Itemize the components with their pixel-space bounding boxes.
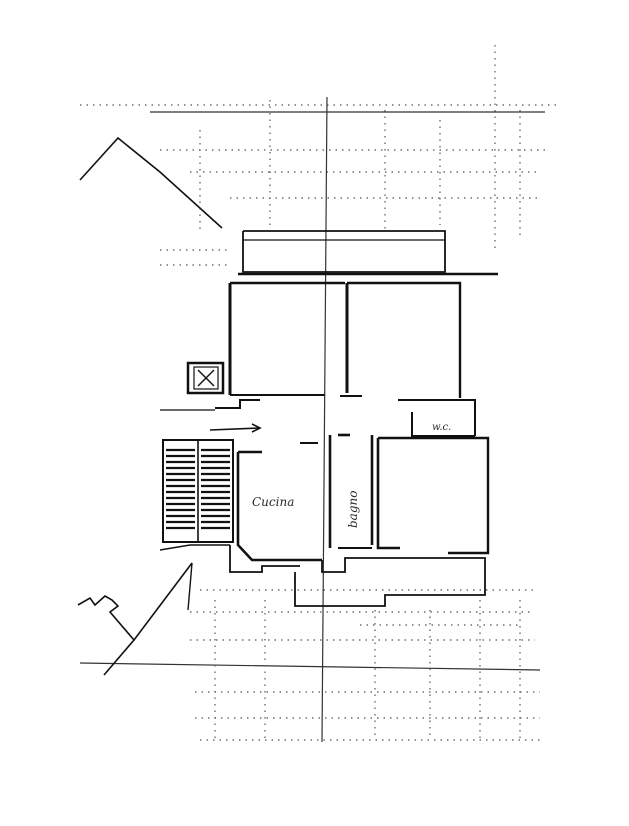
survey-grid — [79, 45, 560, 743]
room-label-cucina: Cucina — [252, 495, 294, 509]
site-boundary — [77, 136, 223, 676]
apartment-walls — [160, 281, 490, 607]
room-label-bagno: bagno — [346, 491, 360, 528]
staircase — [159, 439, 234, 551]
room-label-wc: w.c. — [432, 422, 451, 433]
balcony — [238, 230, 498, 276]
corridor-marks — [209, 423, 262, 433]
